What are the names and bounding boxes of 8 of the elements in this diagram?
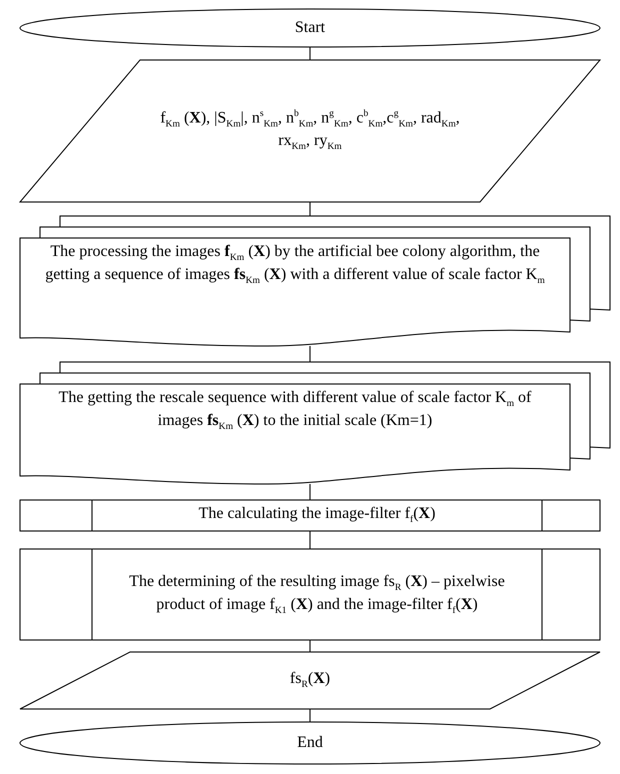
node-text: f$_{Km}$ (X), |S$_{Km}$|, n$^{s}$$_{Km}$, n$^{b}$$_{Km}$, n$^{g}$$_{Km}$, c$^{b}$$_{Km}$,c$^{g}$$_{Km}$, rad$_{Km}$, rx$_{Km}$, ry$_{Km}$ [159,108,461,154]
node-text: The calculating the image-filter f$_{f}$(X) [198,504,436,527]
node-text: End [297,732,323,753]
node-text: The getting the rescale sequence with different value of scale factor K$_{m}$ of images fs$_{Km}$ (X) to the initial scale (Km=1) [58,388,532,434]
node-text: The processing the images f$_{Km}$ (X) by the artificial bee colony algorithm, the getting a sequence of images fs$_{Km}$ (X) with a different value of scale factor K$_{m}$ [44,242,546,288]
node-text: fs$_{R}$(X) [290,669,330,692]
node-text: The determining of the resulting image fs$_{R}$ (X) – pixelwise product of image f$_{K1}$ (X) and the image-filter f$_{f}$(X) [128,572,506,618]
node-text: Start [294,18,326,38]
